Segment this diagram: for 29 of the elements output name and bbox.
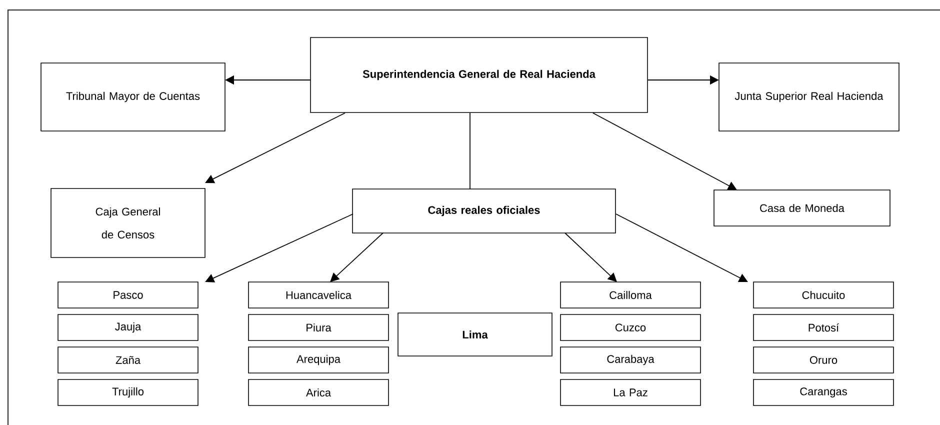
label-box: Arica (248, 379, 389, 406)
label-box: Piura (248, 314, 389, 341)
arrow (564, 232, 617, 282)
label-box: Carangas (753, 379, 894, 406)
label-box: Huancavelica (248, 282, 389, 308)
org-box: Superintendencia General de Real Hacienda (310, 37, 648, 113)
label-box: La Paz (560, 379, 701, 406)
label-box: Trujillo (58, 379, 198, 406)
label-box: Oruro (753, 346, 894, 374)
org-box: Junta Superior Real Hacienda (718, 62, 900, 132)
org-box: Casa de Moneda (714, 190, 890, 226)
arrow (205, 112, 346, 184)
org-box: Lima (398, 312, 552, 356)
arrow (592, 112, 737, 190)
label-box: Carabaya (560, 346, 701, 374)
label-box: Arequipa (248, 346, 389, 374)
label-box: Chucuito (753, 282, 894, 308)
label-box: Jauja (58, 314, 198, 341)
org-box: Caja General de Censos (50, 188, 206, 258)
org-box: Cajas reales oficiales (352, 188, 616, 234)
label-box: Cuzco (560, 314, 701, 341)
label-box: Pasco (58, 282, 198, 308)
label-box: Potosí (753, 314, 894, 341)
arrow (616, 214, 748, 282)
org-box: Tribunal Mayor de Cuentas (40, 62, 226, 132)
label-box: Cailloma (560, 282, 701, 308)
label-box: Zaña (58, 346, 198, 374)
arrow (205, 214, 354, 282)
arrow (330, 232, 384, 282)
